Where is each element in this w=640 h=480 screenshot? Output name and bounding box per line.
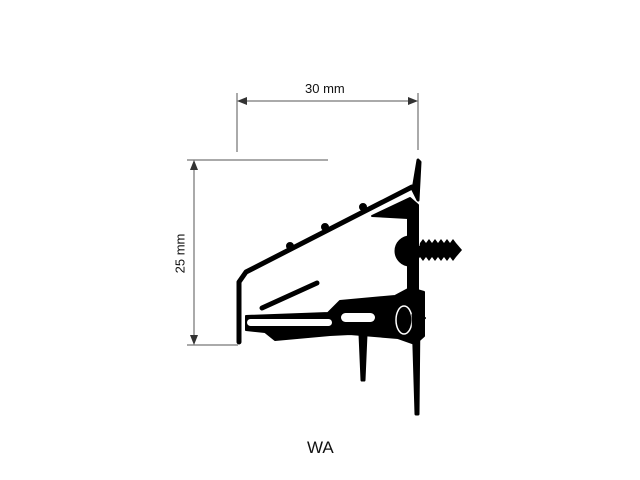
width-dimension (236, 93, 419, 152)
width-dimension-label: 30 mm (305, 81, 345, 96)
height-dimension (187, 159, 328, 346)
profile-section (236, 158, 462, 416)
profile-caption: WA (307, 438, 334, 457)
screw-icon (394, 235, 462, 267)
height-dimension-label: 25 mm (172, 233, 188, 274)
